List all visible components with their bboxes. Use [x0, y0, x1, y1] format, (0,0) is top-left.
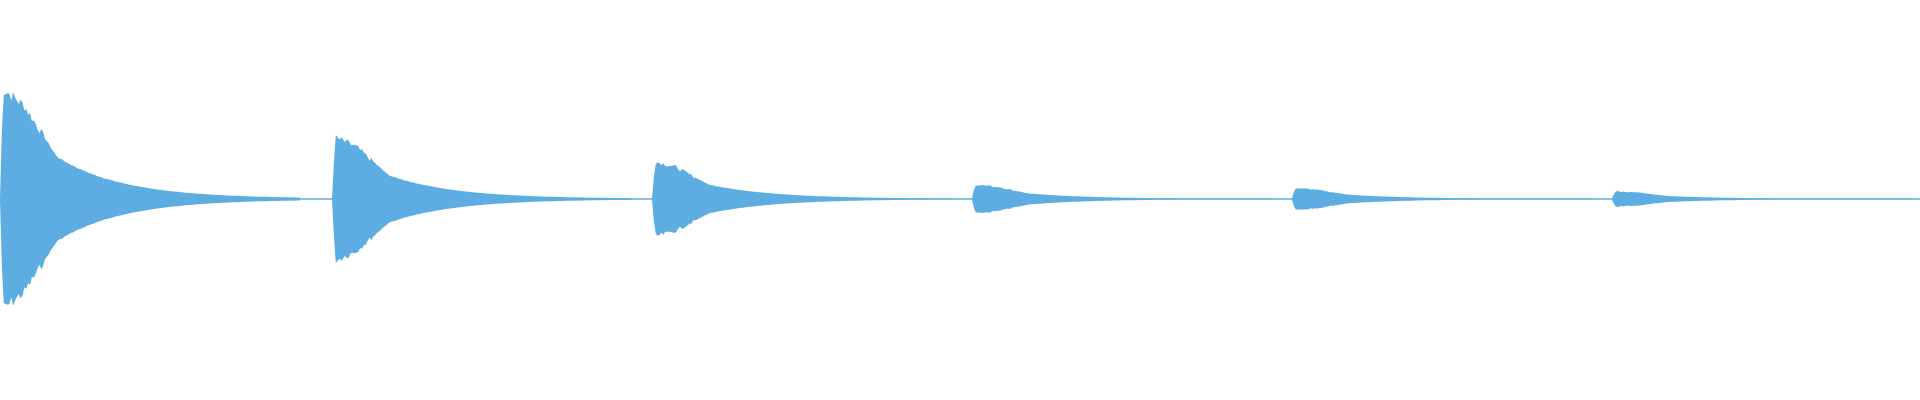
- burst-5: [1292, 188, 1592, 210]
- waveform-bursts: [0, 92, 1912, 306]
- burst-4: [972, 185, 1272, 213]
- burst-1: [0, 92, 300, 306]
- burst-2: [332, 134, 632, 264]
- burst-6: [1612, 191, 1912, 207]
- burst-3: [652, 162, 952, 236]
